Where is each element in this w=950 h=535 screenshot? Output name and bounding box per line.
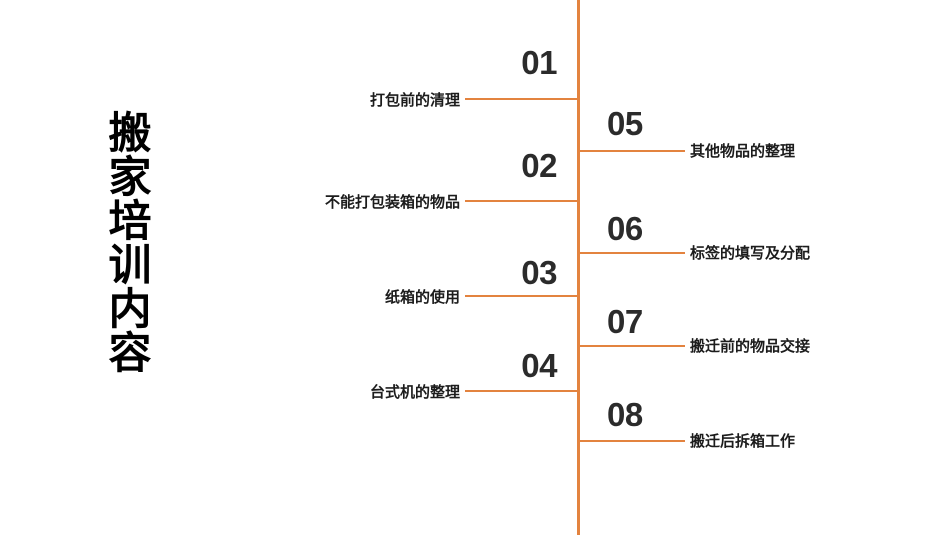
item-number-06: 06 bbox=[607, 210, 643, 247]
item-connector-01 bbox=[465, 98, 579, 100]
page-title: 搬家培训内容 bbox=[102, 110, 150, 374]
item-connector-04 bbox=[465, 390, 579, 392]
item-label-01[interactable]: 打包前的清理 bbox=[369, 92, 460, 109]
item-label-04[interactable]: 台式机的整理 bbox=[369, 384, 460, 401]
item-number-02: 02 bbox=[521, 147, 557, 184]
item-label-07[interactable]: 搬迁前的物品交接 bbox=[690, 338, 811, 355]
item-number-07: 07 bbox=[607, 303, 643, 340]
item-number-01: 01 bbox=[521, 44, 557, 81]
item-number-05: 05 bbox=[607, 105, 643, 142]
timeline-spine bbox=[577, 0, 580, 535]
item-label-02[interactable]: 不能打包装箱的物品 bbox=[324, 194, 460, 211]
item-label-08[interactable]: 搬迁后拆箱工作 bbox=[690, 433, 796, 450]
item-connector-08 bbox=[579, 440, 685, 442]
item-connector-05 bbox=[579, 150, 685, 152]
item-number-08: 08 bbox=[607, 396, 643, 433]
item-label-03[interactable]: 纸箱的使用 bbox=[384, 289, 460, 306]
item-label-06[interactable]: 标签的填写及分配 bbox=[690, 245, 811, 262]
item-label-05[interactable]: 其他物品的整理 bbox=[690, 143, 796, 160]
item-connector-03 bbox=[465, 295, 579, 297]
item-connector-07 bbox=[579, 345, 685, 347]
item-number-03: 03 bbox=[521, 254, 557, 291]
item-connector-06 bbox=[579, 252, 685, 254]
item-number-04: 04 bbox=[521, 347, 557, 384]
item-connector-02 bbox=[465, 200, 579, 202]
